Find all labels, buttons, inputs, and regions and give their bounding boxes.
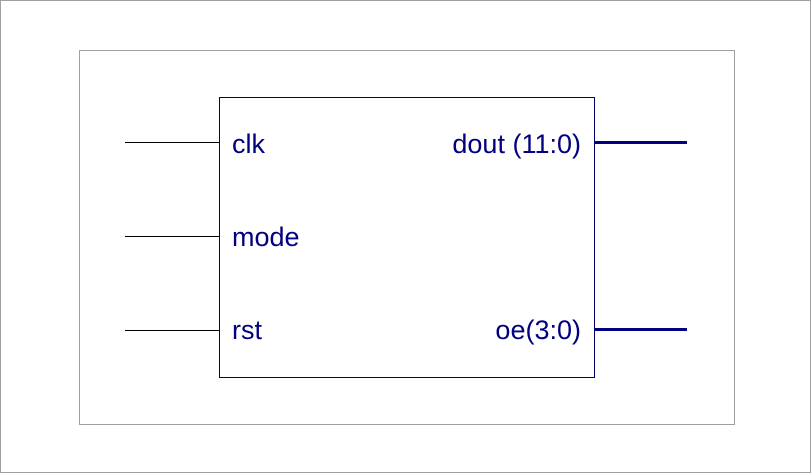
port-range-oe: (3:0)	[525, 315, 581, 345]
wire-mode[interactable]	[125, 236, 219, 237]
port-range-dout: (11:0)	[512, 129, 581, 159]
wire-rst[interactable]	[125, 330, 219, 331]
port-label-oe: oe(3:0)	[495, 315, 581, 345]
port-label-clk: clk	[232, 129, 265, 159]
port-name-oe: oe	[495, 315, 526, 345]
bus-oe[interactable]	[595, 328, 687, 331]
port-name-dout: dout	[452, 129, 505, 159]
port-label-dout: dout (11:0)	[452, 129, 581, 159]
sheet-border	[79, 50, 735, 425]
schematic-symbol[interactable]	[219, 97, 595, 378]
port-label-mode: mode	[232, 222, 300, 252]
wire-clk[interactable]	[125, 142, 219, 143]
port-label-rst: rst	[232, 315, 262, 345]
bus-dout[interactable]	[595, 141, 687, 144]
